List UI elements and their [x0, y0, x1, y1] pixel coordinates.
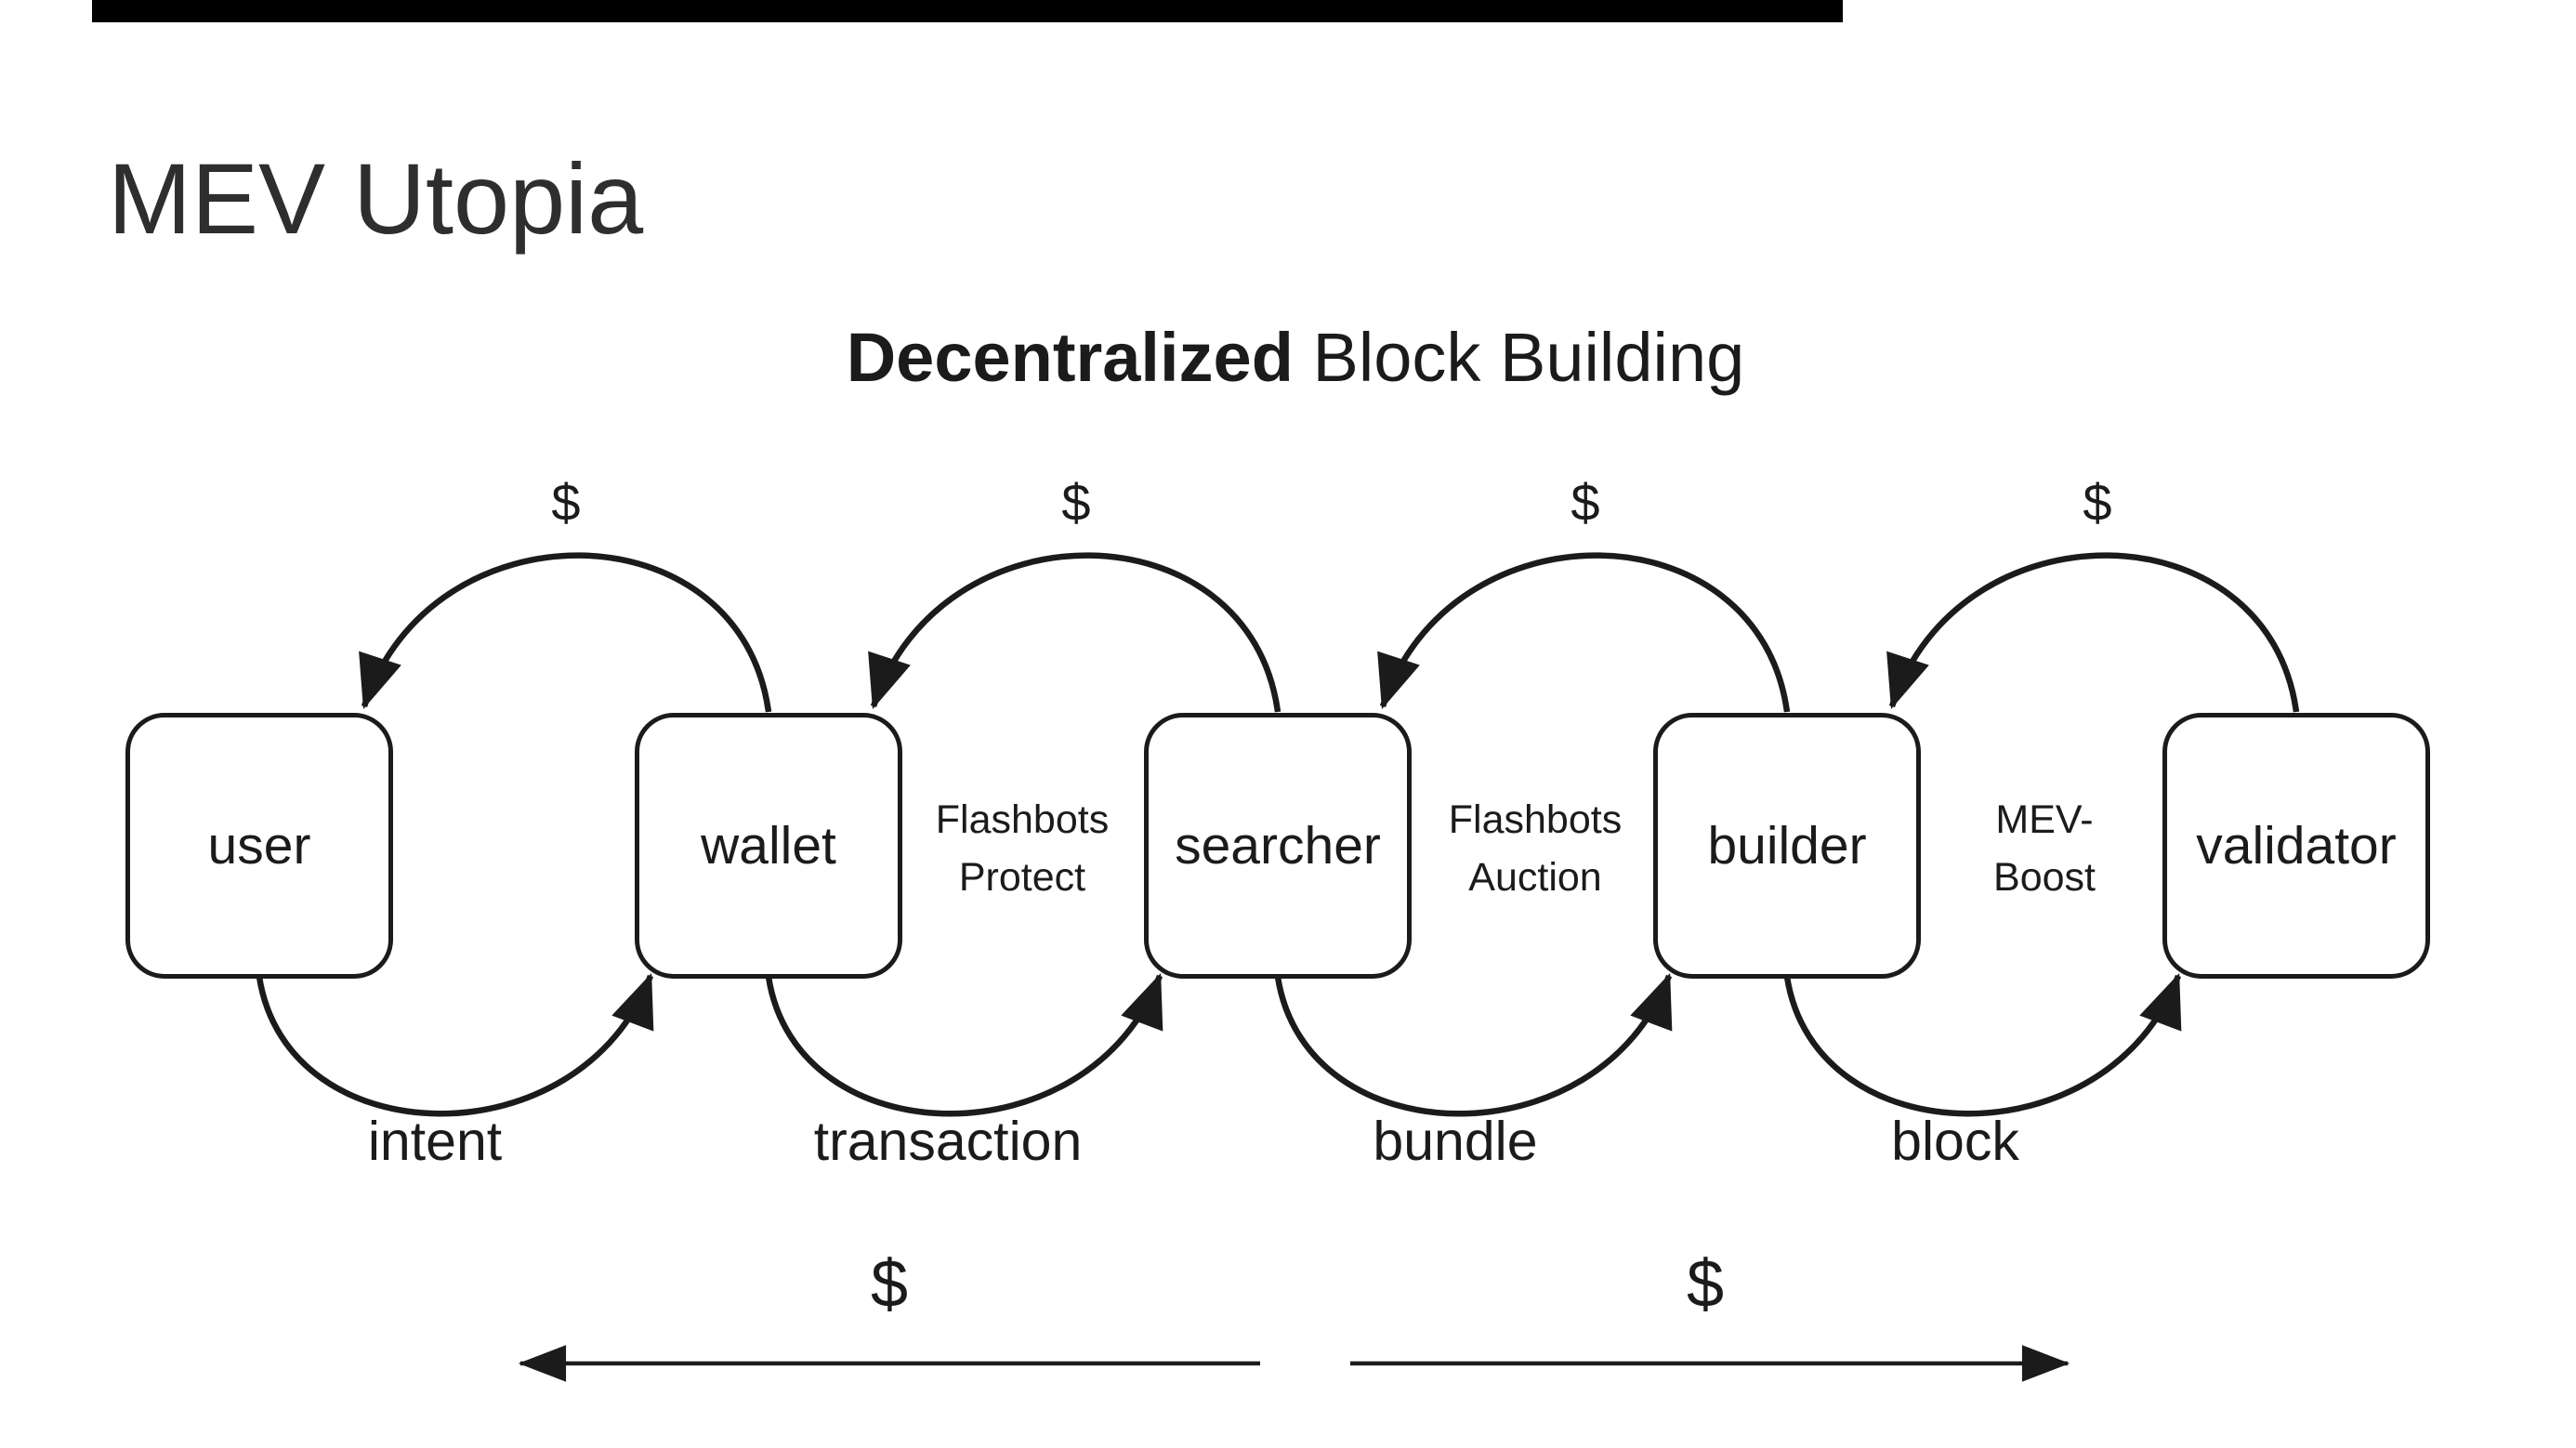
subtitle: Decentralized Block Building — [847, 323, 1745, 392]
subtitle-bold-word: Decentralized — [846, 319, 1294, 396]
item-flow-arc-intent — [256, 972, 654, 1117]
money-dollar-label-0: $ — [551, 473, 581, 532]
node-box-wallet: wallet — [635, 713, 902, 979]
item-flow-arc-block — [1783, 972, 2182, 1117]
money-dollar-label-1: $ — [1061, 473, 1091, 532]
money-flow-arc-3 — [1886, 552, 2300, 713]
node-label-builder: builder — [1707, 816, 1867, 875]
node-label-wallet: wallet — [701, 816, 836, 875]
node-label-searcher: searcher — [1175, 816, 1381, 875]
flow-label-block: block — [1891, 1111, 2019, 1172]
subtitle-rest: Block Building — [1293, 319, 1745, 396]
flow-label-bundle: bundle — [1373, 1111, 1538, 1172]
bottom-dollar-right: $ — [1686, 1247, 1725, 1322]
node-label-user: user — [207, 816, 311, 875]
node-box-builder: builder — [1653, 713, 1921, 979]
gap-label-mev-boost: MEV-Boost — [1993, 797, 2096, 900]
flow-label-transaction: transaction — [813, 1111, 1083, 1172]
item-flow-arc-transaction — [765, 972, 1163, 1117]
bottom-dollar-left: $ — [870, 1247, 909, 1322]
top-black-bar — [92, 0, 1843, 22]
money-dollar-label-2: $ — [1571, 473, 1600, 532]
node-box-user: user — [125, 713, 393, 979]
money-flow-arc-0 — [359, 552, 772, 713]
money-flow-arc-1 — [868, 552, 1281, 713]
page-title: MEV Utopia — [108, 142, 644, 255]
flow-label-intent: intent — [367, 1111, 503, 1172]
money-dollar-label-3: $ — [2083, 473, 2112, 532]
node-box-validator: validator — [2162, 713, 2430, 979]
node-box-searcher: searcher — [1144, 713, 1412, 979]
money-flow-arc-2 — [1377, 552, 1791, 713]
node-label-validator: validator — [2196, 816, 2397, 875]
item-flow-arc-bundle — [1274, 972, 1673, 1117]
